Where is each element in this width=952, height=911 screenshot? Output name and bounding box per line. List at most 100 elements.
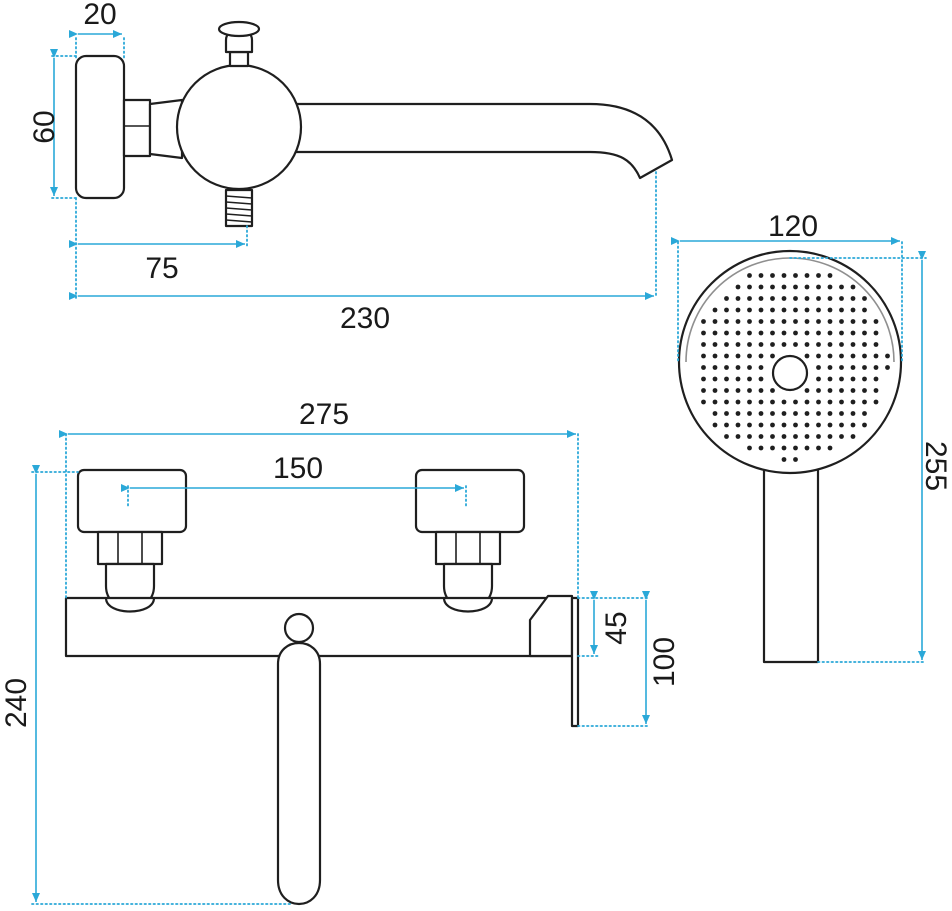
nozzle <box>724 365 729 370</box>
nozzle <box>770 445 775 451</box>
dim-150-label: 150 <box>273 452 323 485</box>
nozzle <box>758 365 764 370</box>
nozzle <box>839 330 844 336</box>
nozzle <box>724 388 729 393</box>
nozzle <box>862 376 867 382</box>
nozzle <box>850 296 856 301</box>
nozzle <box>804 353 810 359</box>
nozzle <box>850 330 856 336</box>
nozzle <box>770 434 775 439</box>
nozzle <box>747 330 752 336</box>
nozzle <box>770 273 775 278</box>
nozzle <box>804 342 810 347</box>
shower-handle <box>762 448 820 664</box>
nozzle <box>816 422 821 428</box>
nozzle <box>839 388 844 393</box>
nozzle <box>862 319 867 324</box>
nozzle <box>758 388 764 393</box>
nozzle <box>804 273 810 278</box>
nozzle <box>712 399 718 405</box>
nozzle <box>735 284 741 290</box>
nozzle <box>758 422 764 428</box>
nozzle <box>701 330 706 336</box>
right-flange <box>414 468 526 534</box>
nozzle <box>862 353 867 359</box>
nozzle <box>758 307 764 313</box>
dim-240-label: 240 <box>0 678 33 728</box>
nozzle <box>850 365 856 370</box>
nozzle <box>816 353 821 359</box>
nozzle <box>735 307 741 313</box>
nozzle <box>735 422 741 428</box>
nozzle <box>827 411 833 416</box>
nozzle <box>839 319 844 324</box>
nozzle <box>758 445 764 451</box>
nozzle <box>712 353 718 359</box>
shower-nozzles <box>701 273 890 462</box>
nozzle <box>781 284 787 290</box>
nozzle <box>850 353 856 359</box>
nozzle <box>781 445 787 451</box>
nozzle <box>770 342 775 347</box>
dim-230-label: 230 <box>340 302 390 335</box>
nozzle <box>747 388 752 393</box>
nozzle <box>770 319 775 324</box>
dimensions-top: 20 60 75 230 <box>28 0 657 335</box>
nozzle <box>724 319 729 324</box>
nozzle <box>724 353 729 359</box>
dim-120-label: 120 <box>768 210 818 243</box>
nozzle <box>827 353 833 359</box>
nozzle <box>735 319 741 324</box>
nozzle <box>735 353 741 359</box>
nozzle <box>804 388 810 393</box>
nozzle <box>873 388 879 393</box>
nozzle <box>747 307 752 313</box>
nozzle <box>747 353 752 359</box>
nozzle <box>770 411 775 416</box>
nozzle <box>862 399 867 405</box>
left-nut <box>96 530 164 566</box>
nozzle <box>724 411 729 416</box>
nozzle <box>724 422 729 428</box>
nozzle <box>747 422 752 428</box>
nozzle <box>862 307 867 313</box>
nozzle <box>839 296 844 301</box>
neck <box>148 98 184 160</box>
nozzle <box>793 399 798 405</box>
dim-255-label: 255 <box>919 441 952 491</box>
nozzle <box>781 296 787 301</box>
nozzle <box>873 376 879 382</box>
nozzle <box>839 342 844 347</box>
nozzle <box>781 399 787 405</box>
nozzle <box>827 330 833 336</box>
nozzle <box>804 434 810 439</box>
diverter-knob-front[interactable] <box>283 612 315 644</box>
dim-20-label: 20 <box>83 0 116 31</box>
nozzle <box>827 434 833 439</box>
front-view-mixer <box>64 468 580 905</box>
nozzle <box>735 434 741 439</box>
right-nut <box>434 530 502 566</box>
nozzle <box>758 376 764 382</box>
nozzle <box>758 353 764 359</box>
nozzle <box>747 445 752 451</box>
diverter-stem <box>228 50 250 68</box>
nozzle <box>885 353 890 359</box>
nozzle <box>747 319 752 324</box>
nozzle <box>827 445 833 451</box>
nozzle <box>839 434 844 439</box>
nozzle <box>701 353 706 359</box>
nozzle <box>839 353 844 359</box>
nozzle <box>747 434 752 439</box>
nozzle <box>827 296 833 301</box>
nozzle <box>747 284 752 290</box>
nozzle <box>758 273 764 278</box>
shower-center-button[interactable] <box>771 354 809 392</box>
nozzle <box>758 411 764 416</box>
nozzle <box>735 388 741 393</box>
nozzle <box>862 411 867 416</box>
spout <box>294 102 674 180</box>
handle-lever[interactable] <box>570 596 580 728</box>
front-spout <box>276 641 322 905</box>
nozzle <box>747 273 752 278</box>
